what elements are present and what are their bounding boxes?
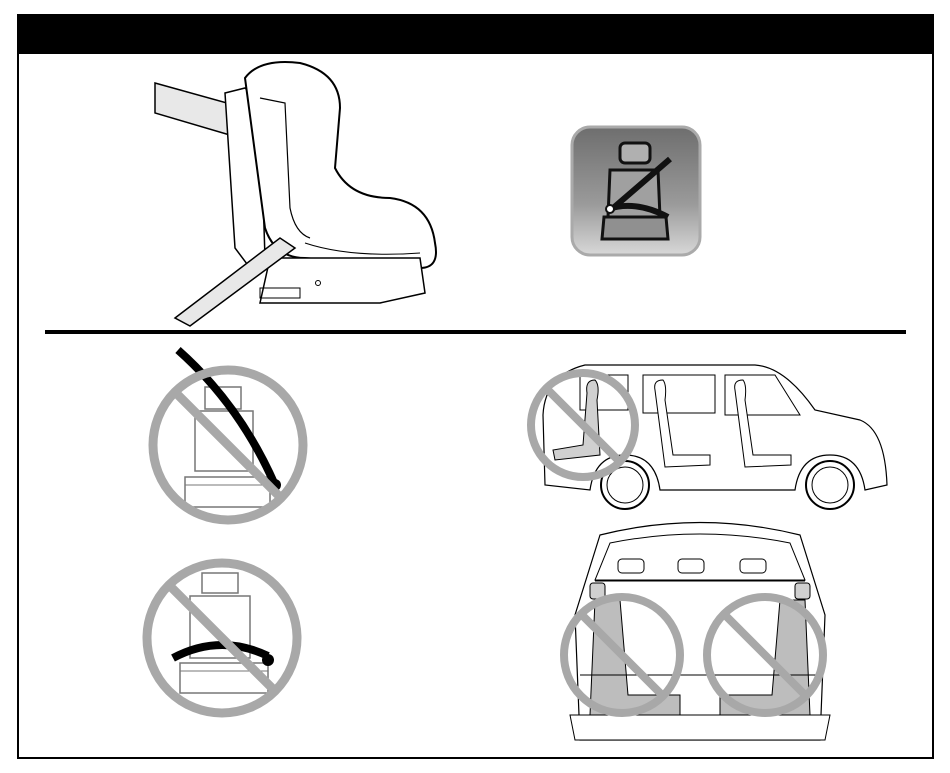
header-bar <box>17 14 934 54</box>
seatbelt-icon <box>570 125 702 257</box>
section-divider <box>45 330 906 334</box>
shoulder-belt-prohibited <box>140 345 320 525</box>
van-rear-view <box>560 515 840 750</box>
van-side-view <box>525 355 895 515</box>
lap-belt-prohibited <box>140 548 320 728</box>
car-seat-illustration <box>150 58 450 328</box>
